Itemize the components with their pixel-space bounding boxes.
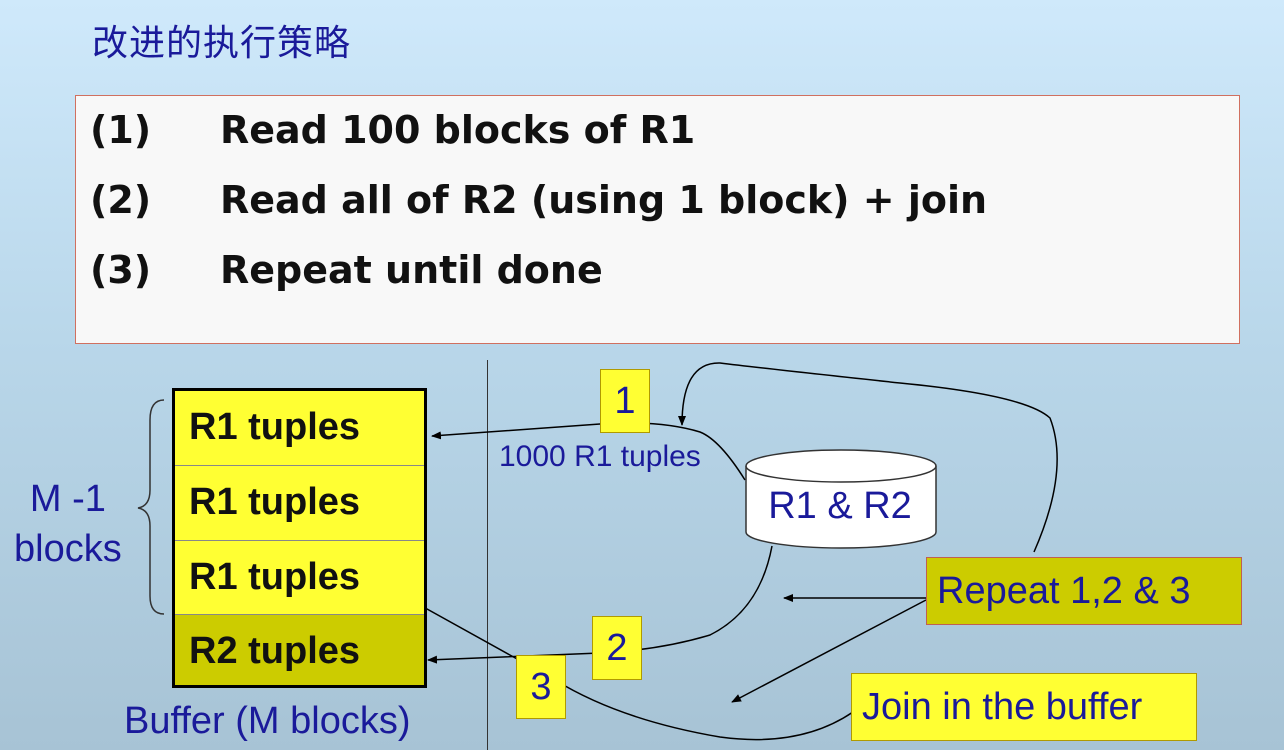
buffer-block: R1 tuples R1 tuples R1 tuples R2 tuples: [172, 388, 427, 688]
m-minus-1-label: M -1 blocks: [14, 474, 122, 574]
steps-box: (1) Read 100 blocks of R1 (2) Read all o…: [75, 95, 1240, 344]
step-number: (3): [90, 248, 152, 292]
buffer-cell-r1: R1 tuples: [175, 466, 424, 541]
marker-1: 1: [600, 369, 650, 433]
transfer-label: 1000 R1 tuples: [499, 440, 701, 473]
join-note: Join in the buffer: [851, 673, 1197, 741]
step-text: Read 100 blocks of R1: [220, 108, 696, 152]
slide-title: 改进的执行策略: [92, 23, 352, 64]
step-number: (2): [90, 178, 152, 222]
m-label-line2: blocks: [14, 528, 122, 570]
marker-2: 2: [592, 616, 642, 680]
repeat-note: Repeat 1,2 & 3: [926, 557, 1242, 625]
disk-cylinder: [745, 449, 937, 549]
marker-3: 3: [516, 655, 566, 719]
buffer-cell-r2: R2 tuples: [175, 615, 424, 685]
loop-arrow: [678, 362, 1058, 553]
repeat-arrow-down: [731, 599, 927, 703]
arrow-3: [399, 593, 854, 741]
m-label-line1: M -1: [29, 478, 106, 520]
brace-shape: [137, 399, 165, 615]
buffer-cell-r1: R1 tuples: [175, 541, 424, 615]
step-number: (1): [90, 108, 152, 152]
buffer-caption: Buffer (M blocks): [124, 700, 411, 742]
disk-label: R1 & R2: [768, 485, 912, 527]
section-divider: [487, 360, 488, 750]
step-text: Read all of R2 (using 1 block) + join: [220, 178, 988, 222]
buffer-cell-r1: R1 tuples: [175, 391, 424, 466]
step-text: Repeat until done: [220, 248, 603, 292]
